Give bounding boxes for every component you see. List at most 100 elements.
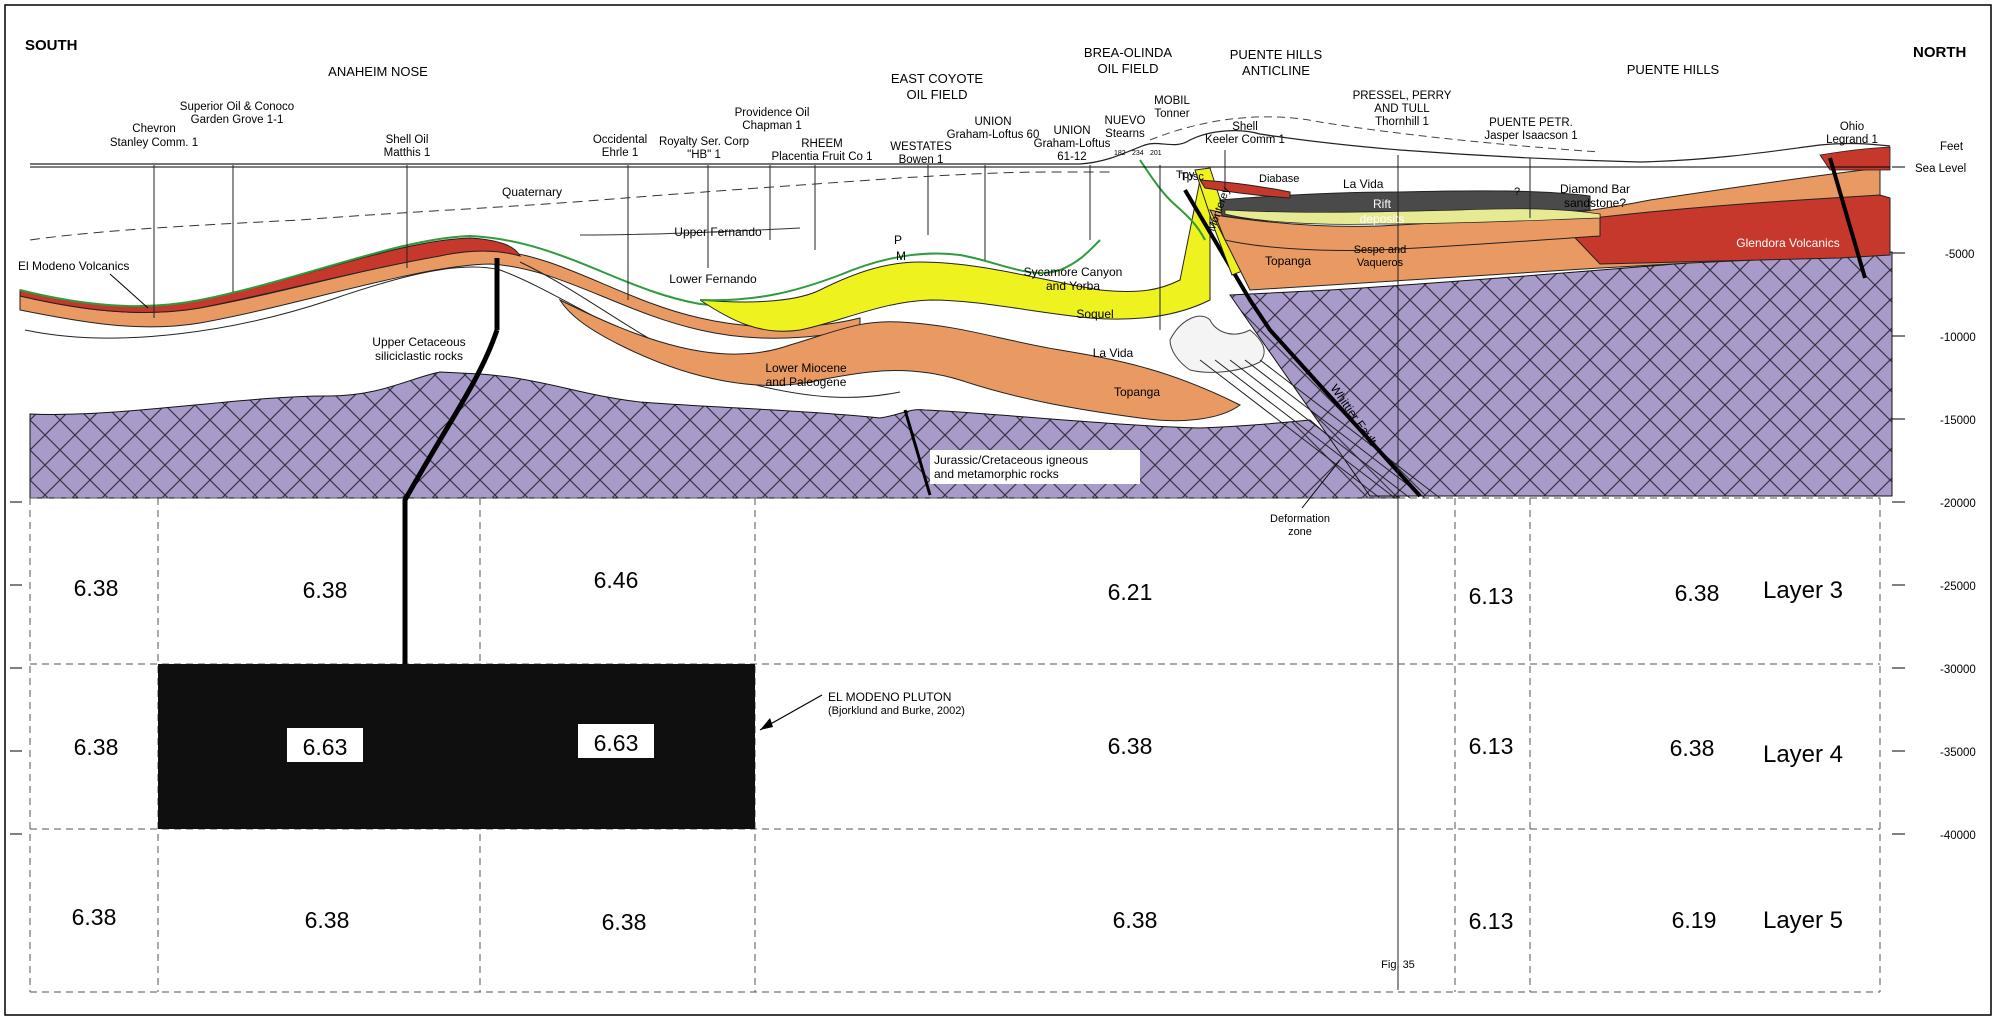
glendora-volcanics-label: Glendora Volcanics — [1736, 236, 1839, 250]
tpsc-label: Tpsc — [1180, 171, 1204, 183]
pluton-arrow-head — [760, 718, 773, 730]
velocity-value: 6.13 — [1469, 733, 1514, 759]
well-label: PUENTE PETR.Jasper Isaacson 1 — [1484, 117, 1577, 142]
brea-olinda-label-1: BREA-OLINDA — [1084, 45, 1172, 60]
layer-4-label: Layer 4 — [1763, 741, 1843, 768]
velocity-grid — [29, 497, 1881, 993]
velocity-value: 6.38 — [1108, 733, 1153, 759]
south-label: SOUTH — [25, 37, 78, 54]
el-modeno-volcanics-label: El Modeno Volcanics — [18, 259, 129, 273]
la-vida-north-label: La Vida — [1343, 177, 1384, 191]
la-vida-center-label: La Vida — [1093, 346, 1134, 360]
velocity-value: 6.21 — [1108, 579, 1153, 605]
depth-tick-label: -30000 — [1940, 664, 1976, 676]
quaternary-label: Quaternary — [502, 185, 562, 199]
diabase-label: Diabase — [1259, 173, 1299, 185]
el-modeno-leader — [109, 273, 149, 309]
deformation-wedge — [1169, 315, 1265, 373]
depth-tick-label: -10000 — [1940, 332, 1976, 344]
east-coyote-label-2: OIL FIELD — [907, 87, 968, 102]
puente-hills-label: PUENTE HILLS — [1627, 62, 1720, 77]
figure-label: Fig. 35 — [1381, 959, 1415, 971]
upper-fernando-base-line — [579, 227, 801, 236]
puente-anticline-label-1: PUENTE HILLS — [1230, 47, 1323, 62]
velocity-value: 6.38 — [74, 575, 119, 601]
layer-3-label: Layer 3 — [1763, 577, 1843, 604]
question-mark: ? — [1514, 186, 1520, 198]
pluton-feeder-path — [402, 329, 500, 664]
el-modeno-pluton-block — [158, 664, 755, 829]
pluton-value-box-1 — [287, 728, 363, 762]
well-lines — [153, 150, 1531, 990]
brea-green-fold — [1139, 159, 1206, 241]
velocity-value: 6.46 — [594, 567, 639, 593]
depth-tick-label: -15000 — [1940, 415, 1976, 427]
velocity-value: 6.38 — [1675, 580, 1720, 606]
layer-5-label: Layer 5 — [1763, 907, 1843, 934]
velocity-value: 6.38 — [602, 909, 647, 935]
erosion-dash-line — [1149, 116, 1601, 153]
velocity-value: 6.13 — [1469, 583, 1514, 609]
brea-olinda-label-2: OIL FIELD — [1098, 61, 1159, 76]
depth-tick-label: -20000 — [1940, 498, 1976, 510]
tiny-label-c: 201 — [1150, 150, 1162, 157]
velocity-value: 6.38 — [1113, 907, 1158, 933]
deformation-zone-lines — [1199, 359, 1441, 499]
velocity-value-pluton: 6.63 — [303, 734, 348, 760]
pm-marker-line-center — [699, 239, 1101, 302]
velocity-value: 6.19 — [1672, 907, 1717, 933]
depth-tick-label: -5000 — [1945, 249, 1974, 261]
depth-axis-ticks — [10, 166, 1905, 835]
topanga-north-label: Topanga — [1265, 254, 1311, 268]
well-label: Royalty Ser. Corp"HB" 1 — [659, 136, 749, 161]
whittier-fault-line — [1183, 188, 1422, 498]
sierra-madre-fault — [1828, 157, 1867, 279]
velocity-value: 6.38 — [74, 734, 119, 760]
velocity-value: 6.13 — [1469, 908, 1514, 934]
pluton-citation: (Bjorklund and Burke, 2002) — [828, 705, 965, 717]
figure-frame — [4, 4, 1992, 1016]
lower-fernando-label: Lower Fernando — [669, 272, 757, 286]
velocity-value: 6.38 — [1670, 735, 1715, 761]
quaternary-base-line — [29, 171, 1110, 241]
m-marker-label: M — [896, 249, 906, 263]
diamond-bar-sandstone — [1224, 208, 1601, 225]
topanga-center-band — [558, 298, 1241, 422]
velocity-value: 6.38 — [305, 907, 350, 933]
p-marker-label: P — [894, 233, 902, 247]
depth-tick-label: -40000 — [1940, 830, 1976, 842]
depth-tick-label: -35000 — [1940, 747, 1976, 759]
tpy-label: Tpy — [1176, 169, 1195, 181]
topanga-south-band — [19, 249, 861, 339]
deformation-leader — [1301, 459, 1341, 509]
sea-level-label: Sea Level — [1915, 163, 1966, 175]
glendora-volcanics-band — [1558, 194, 1891, 265]
tiny-label-a: 182 — [1114, 150, 1126, 157]
anaheim-nose-label: ANAHEIM NOSE — [328, 64, 428, 79]
diabase-band — [1199, 179, 1291, 199]
soquel-label: Soquel — [1076, 307, 1113, 321]
jurassic-label-bg — [930, 450, 1140, 484]
pluton-name: EL MODENO PLUTON — [828, 690, 951, 704]
sespe-band — [1214, 213, 1601, 252]
small-fault-basement — [903, 409, 932, 496]
